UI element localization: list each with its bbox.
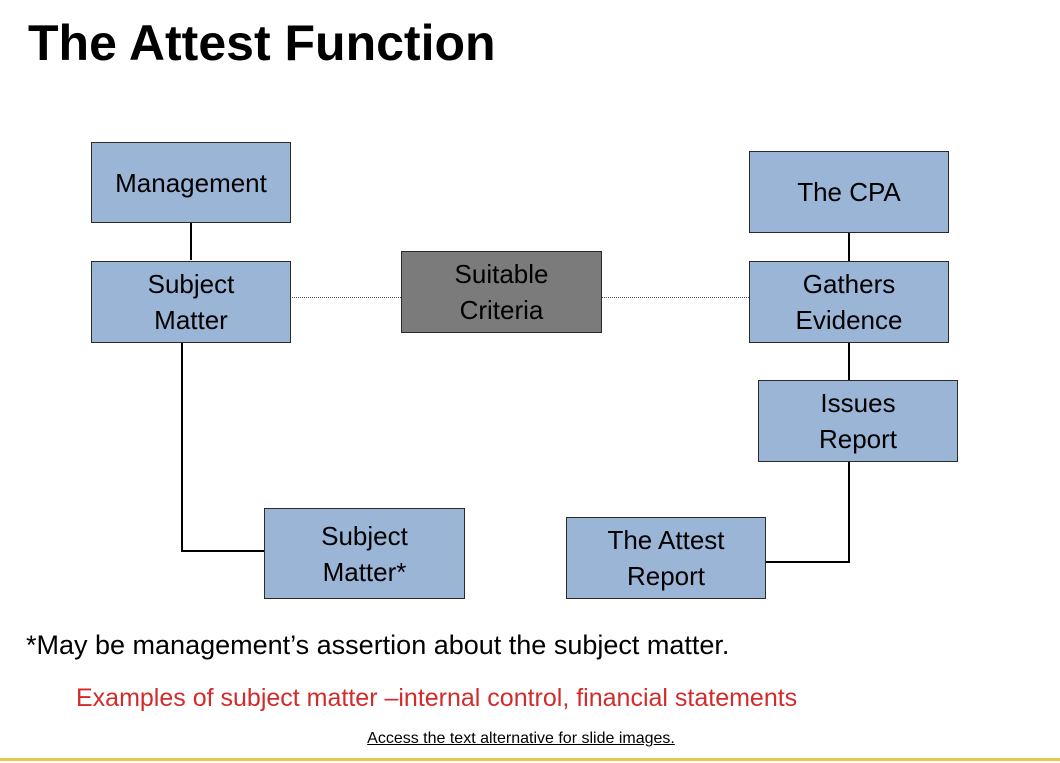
the-cpa-label: The CPA <box>797 177 901 207</box>
suitable-criteria-box: Suitable Criteria <box>401 251 602 333</box>
subject-star-connector <box>181 550 264 552</box>
subject-matter-line-1: Subject <box>147 269 235 299</box>
subject-matter-star-line-1: Subject <box>321 520 408 551</box>
evidence-to-issues-connector <box>848 342 850 380</box>
issues-report-line-1: Issues <box>820 388 896 418</box>
bottom-divider <box>0 758 1060 761</box>
gathers-evidence-box: Gathers Evidence <box>749 261 949 343</box>
cpa-to-evidence-connector <box>848 232 850 261</box>
issues-vertical-connector <box>848 461 850 562</box>
issues-report-box: Issues Report <box>758 380 958 462</box>
suitable-criteria-line-2: Criteria <box>459 295 544 325</box>
examples-text: Examples of subject matter –internal con… <box>76 684 798 712</box>
management-to-subject-connector <box>190 222 192 260</box>
attest-report-line-2: Report <box>626 561 706 591</box>
attest-report-box: The Attest Report <box>566 517 766 599</box>
subject-matter-line-2: Matter <box>154 305 228 335</box>
text-alternative-link[interactable]: Access the text alternative for slide im… <box>367 730 675 747</box>
suitable-criteria-line-1: Suitable <box>454 259 549 289</box>
gathers-evidence-line-2: Evidence <box>795 305 903 335</box>
subject-vertical-connector <box>181 342 183 551</box>
slide-title: The Attest Function <box>28 15 496 71</box>
subject-matter-box: Subject Matter <box>91 261 291 343</box>
subject-to-criteria-dotted-connector <box>292 297 401 298</box>
issues-report-line-2: Report <box>818 424 898 454</box>
subject-matter-star-line-2: Matter* <box>322 556 407 587</box>
the-cpa-box: The CPA <box>749 151 949 233</box>
management-label: Management <box>115 167 267 198</box>
footnote-text: *May be management’s assertion about the… <box>26 630 730 660</box>
subject-matter-star-box: Subject Matter* <box>264 508 465 599</box>
attest-report-line-1: The Attest <box>607 525 725 555</box>
gathers-evidence-line-1: Gathers <box>802 269 896 299</box>
criteria-to-evidence-dotted-connector <box>602 297 749 298</box>
management-box: Management <box>91 142 291 223</box>
issues-to-attest-report-connector <box>766 561 850 563</box>
